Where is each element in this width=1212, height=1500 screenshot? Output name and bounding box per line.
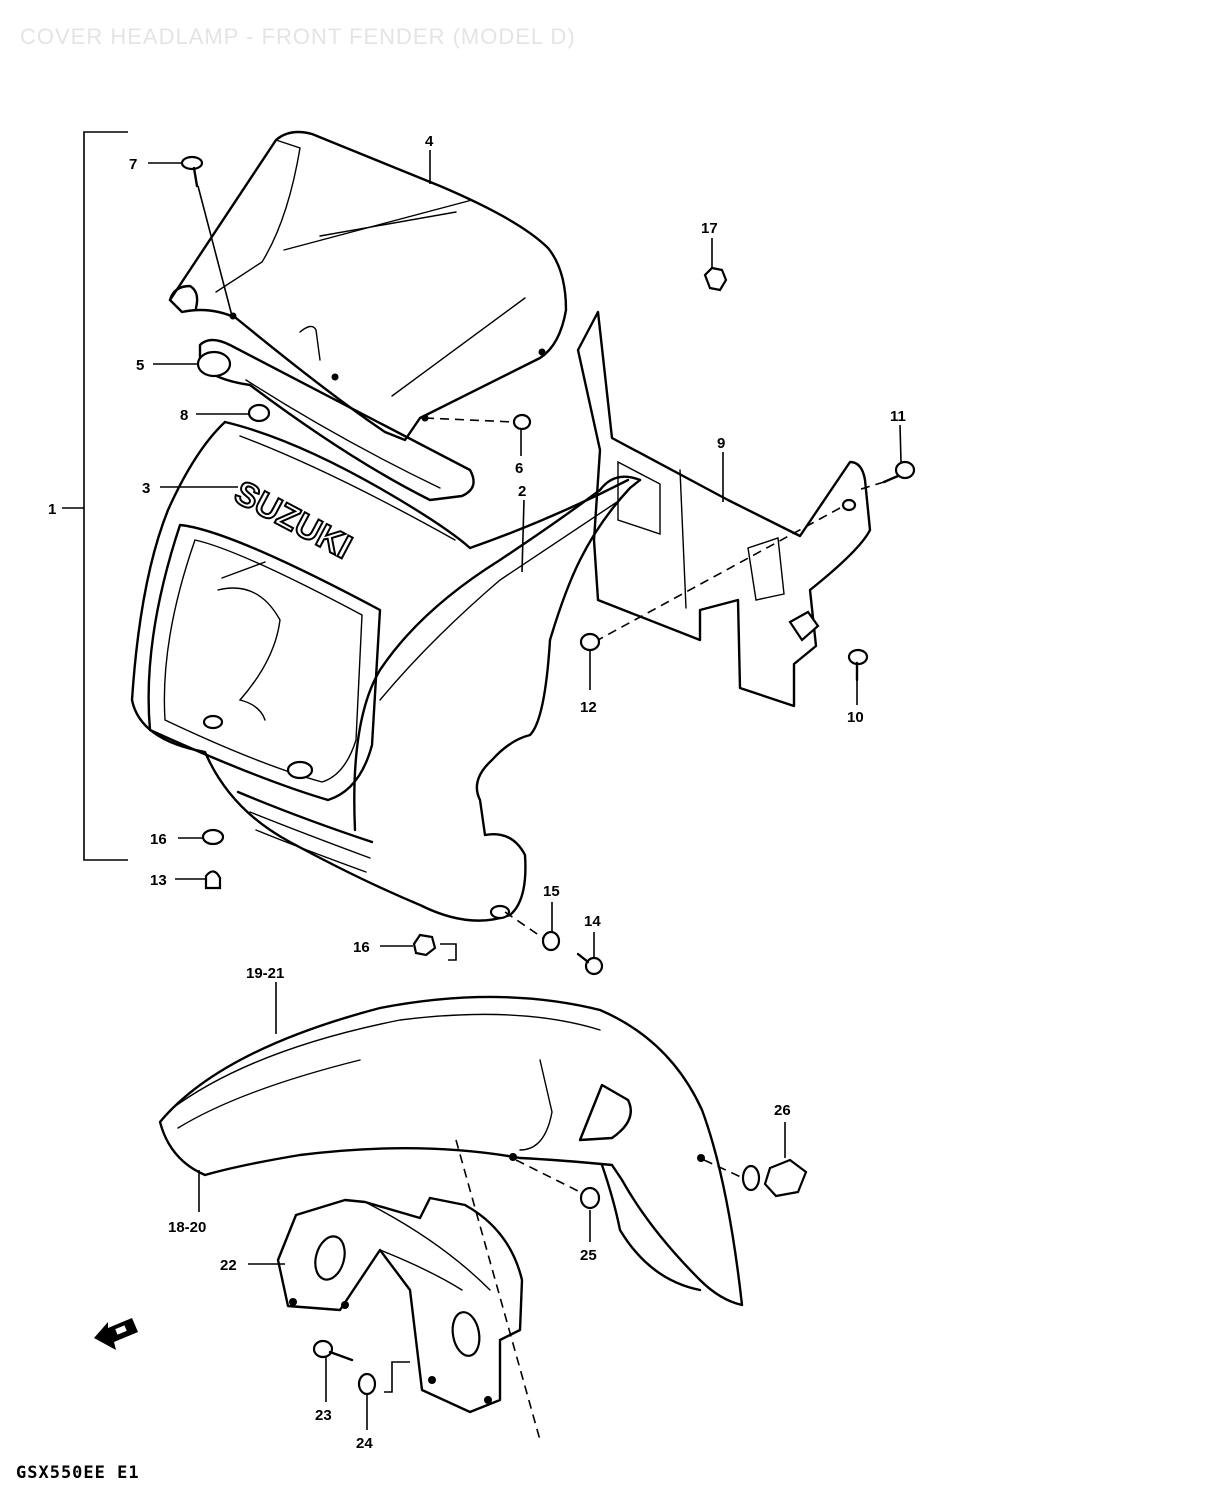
model-code: GSX550EE E1 [16, 1463, 140, 1483]
part-label-4: 4 [425, 133, 434, 150]
part-label-7: 7 [129, 156, 137, 173]
leader-lines [148, 150, 902, 1441]
part-label-16b: 16 [353, 939, 370, 956]
part-label-9: 9 [717, 435, 725, 452]
front-fender [158, 995, 744, 1307]
part-label-26: 26 [774, 1102, 791, 1119]
part-label-23: 23 [315, 1407, 332, 1424]
part-label-8: 8 [180, 407, 188, 424]
part-label-11: 11 [890, 408, 906, 425]
arrow-left-icon [94, 1318, 138, 1350]
mounting-brace [576, 310, 872, 708]
fender-brace [276, 1196, 524, 1414]
brand-logo-text: SUZUKI [228, 474, 358, 567]
part-labels: 1 2 3 4 5 6 7 8 9 10 11 12 13 14 15 16 1… [48, 133, 906, 1452]
page-title: COVER HEADLAMP - FRONT FENDER (MODEL D) [20, 24, 576, 49]
part-label-15: 15 [543, 883, 560, 900]
part-label-6: 6 [515, 460, 523, 477]
part-label-19-21: 19-21 [246, 965, 284, 982]
part-label-1: 1 [48, 501, 56, 518]
assembly-bracket [62, 131, 128, 861]
part-label-18-20: 18-20 [168, 1219, 206, 1236]
part-label-22: 22 [220, 1257, 237, 1274]
hardware [180, 155, 916, 1396]
part-label-13: 13 [150, 872, 167, 889]
part-label-2: 2 [518, 483, 526, 500]
part-label-3: 3 [142, 480, 150, 497]
part-label-14: 14 [584, 913, 601, 930]
part-label-16a: 16 [150, 831, 167, 848]
headlamp-visor [168, 130, 568, 442]
part-label-5: 5 [136, 357, 144, 374]
part-label-25: 25 [580, 1247, 597, 1264]
part-label-10: 10 [847, 709, 864, 726]
cover-trim-strip [198, 338, 475, 502]
headlamp-cover-body: SUZUKI [130, 420, 642, 922]
part-label-12: 12 [580, 699, 597, 716]
part-label-17: 17 [701, 220, 718, 237]
part-label-24: 24 [356, 1435, 373, 1452]
